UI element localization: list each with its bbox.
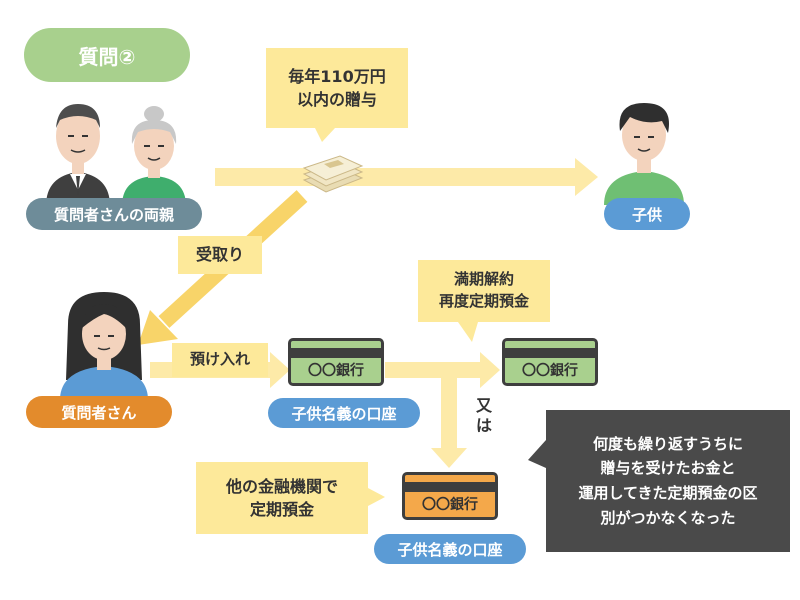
receive-note-text: 受取り xyxy=(195,245,244,265)
summary-box: 何度も繰り返すうちに 贈与を受けたお金と 運用してきた定期預金の区 別がつかなく… xyxy=(546,410,790,552)
gift-note: 毎年110万円 以内の贈与 xyxy=(266,48,408,128)
deposit-note: 預け入れ xyxy=(172,343,268,377)
questioner-label: 質問者さん xyxy=(26,396,172,428)
gift-note-line1: 毎年110万円 xyxy=(288,66,386,86)
renew-note-line2: 再度定期預金 xyxy=(438,292,529,310)
page-title: 質問② xyxy=(78,44,136,69)
money-stack-icon xyxy=(300,150,364,200)
child-icon xyxy=(604,103,684,205)
parents-label: 質問者さんの両親 xyxy=(26,198,202,230)
card-bank-label: 〇〇銀行 xyxy=(308,363,364,379)
summary-line2: 贈与を受けたお金と xyxy=(600,459,736,478)
child-illustration xyxy=(596,95,692,205)
or-label: 又 は xyxy=(472,396,496,436)
other-bank-account-label-text: 子供名義の口座 xyxy=(397,540,503,559)
or-label-line1: 又 xyxy=(475,396,492,415)
card-stripe xyxy=(505,348,595,358)
card-bank-label: 〇〇銀行 xyxy=(522,363,578,379)
bank-card-child-account: 〇〇銀行 xyxy=(288,338,384,386)
card-stripe xyxy=(405,482,495,492)
other-bank-note-line1: 他の金融機関で xyxy=(225,476,338,496)
bank-card-other-bank: 〇〇銀行 xyxy=(402,472,498,520)
other-bank-arrow-shaft xyxy=(441,370,457,448)
renew-arrow-head xyxy=(480,352,500,388)
card-stripe xyxy=(291,348,381,358)
bank-card-renewed: 〇〇銀行 xyxy=(502,338,598,386)
gift-note-tail xyxy=(315,128,335,142)
renew-note-line1: 満期解約 xyxy=(453,270,514,289)
child-label-text: 子供 xyxy=(631,205,662,224)
summary-box-tail xyxy=(528,440,546,468)
parents-illustration xyxy=(38,98,198,206)
title-pill: 質問② xyxy=(24,28,190,82)
deposit-arrow-head xyxy=(270,352,290,388)
summary-line3: 運用してきた定期預金の区 xyxy=(578,484,758,502)
parents-label-text: 質問者さんの両親 xyxy=(53,205,174,224)
questioner-label-text: 質問者さん xyxy=(61,403,137,422)
child-account-label: 子供名義の口座 xyxy=(268,398,420,428)
renew-note: 満期解約 再度定期預金 xyxy=(418,260,550,322)
child-account-label-text: 子供名義の口座 xyxy=(291,404,397,423)
renew-note-tail xyxy=(458,322,478,342)
gift-note-line2: 以内の贈与 xyxy=(296,90,377,109)
gift-arrow-shaft xyxy=(215,168,575,186)
deposit-note-text: 預け入れ xyxy=(189,350,250,369)
other-bank-account-label: 子供名義の口座 xyxy=(374,534,526,564)
questioner-icon xyxy=(60,292,148,400)
receive-note: 受取り xyxy=(178,236,262,274)
child-label: 子供 xyxy=(604,198,690,230)
other-bank-note-tail xyxy=(368,488,385,506)
gift-arrow-head xyxy=(575,158,598,196)
renew-arrow-shaft xyxy=(385,362,480,378)
or-label-line2: は xyxy=(475,416,492,435)
other-bank-note: 他の金融機関で 定期預金 xyxy=(196,462,368,534)
other-bank-note-line2: 定期預金 xyxy=(249,500,314,519)
receive-arrow-head xyxy=(138,310,178,345)
summary-line1: 何度も繰り返すうちに xyxy=(592,434,743,453)
card-bank-label: 〇〇銀行 xyxy=(422,497,478,513)
questioner-illustration xyxy=(54,288,154,400)
parents-icon xyxy=(46,104,186,206)
summary-line4: 別がつかなくなった xyxy=(600,508,736,527)
other-bank-arrow-head xyxy=(431,448,467,468)
